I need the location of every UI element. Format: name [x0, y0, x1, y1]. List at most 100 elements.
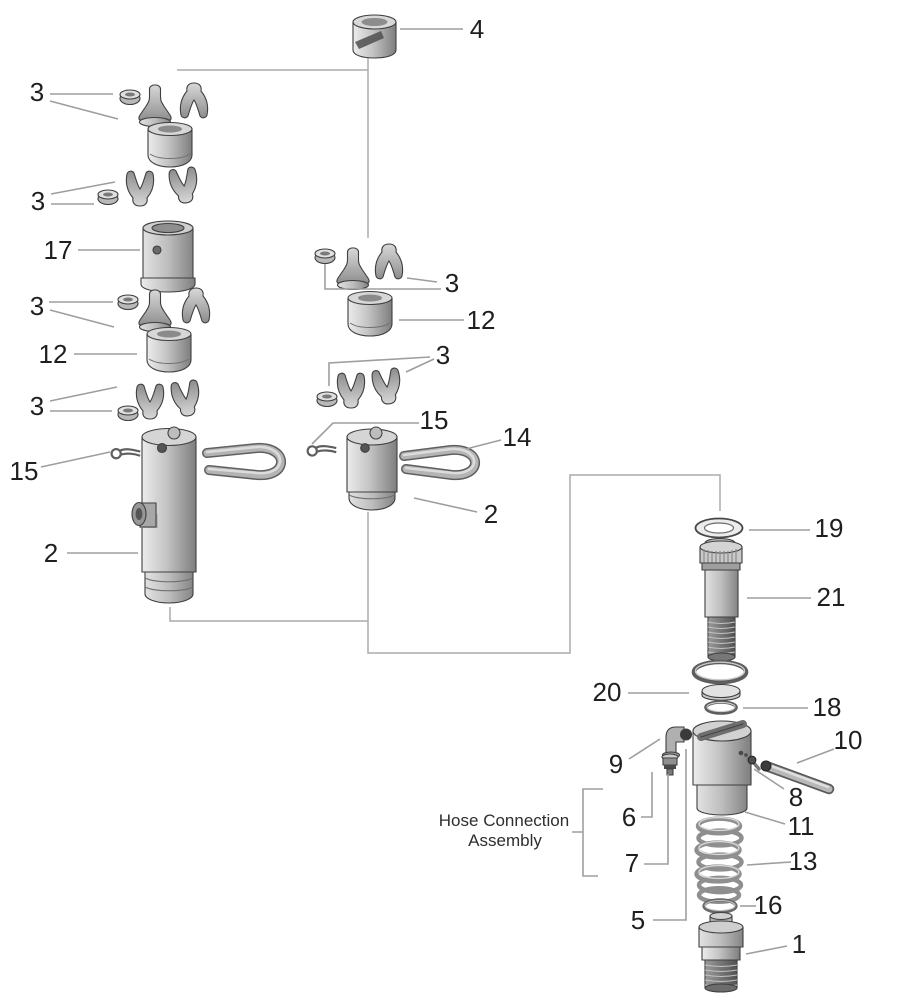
leader-3-mid-2 — [328, 356, 435, 386]
callout-3-left-3: 3 — [30, 291, 44, 321]
callout-4: 4 — [470, 14, 484, 44]
part-14-handle — [399, 444, 481, 481]
part-4-coupler — [352, 14, 397, 59]
callout-6: 6 — [622, 802, 636, 832]
callout-3-left-1: 3 — [30, 77, 44, 107]
part-8-screw — [747, 755, 761, 771]
packing-ring — [314, 248, 336, 265]
callout-16: 16 — [754, 890, 783, 920]
callout-labels: 4 3 3 17 3 12 3 15 2 3 12 3 15 14 2 19 2… — [10, 14, 863, 959]
packing-ring — [117, 294, 139, 311]
leader-2-mid — [413, 497, 478, 513]
part-2-pump-cylinder-mid — [346, 426, 398, 511]
part-20-cup-seal — [701, 683, 741, 701]
valve-clamp — [374, 243, 404, 280]
callout-14: 14 — [503, 422, 532, 452]
packing-ring — [119, 89, 141, 106]
hose-connection-annotation: Hose Connection Assembly — [439, 788, 603, 877]
leader-1 — [745, 945, 788, 955]
leader-3-left-1 — [49, 93, 119, 120]
valve-clamp — [336, 372, 366, 409]
hose-connection-bracket — [572, 788, 603, 877]
callout-12-left: 12 — [39, 339, 68, 369]
part-9-elbow-fitting — [661, 726, 693, 759]
leader-11 — [744, 811, 786, 825]
callout-19: 19 — [815, 513, 844, 543]
part-12-cylinder-mid — [347, 290, 393, 337]
callout-2-left: 2 — [44, 538, 58, 568]
valve-poppet — [336, 247, 370, 291]
callout-3-left-2: 3 — [31, 186, 45, 216]
part-6-7-valve-core — [661, 753, 679, 776]
callout-18: 18 — [813, 692, 842, 722]
part-19-washer — [694, 517, 744, 539]
part-21-valve-body — [699, 537, 743, 662]
hose-connection-label-line1: Hose Connection — [439, 811, 569, 830]
valve-clamp — [169, 378, 203, 419]
callout-8: 8 — [789, 782, 803, 812]
cotter-pin-mid — [305, 439, 339, 460]
valve-cylinder-upper-left — [147, 121, 193, 168]
callout-11: 11 — [788, 811, 815, 841]
mid-valve-set-lower — [316, 366, 404, 409]
valve-clamp — [370, 366, 404, 407]
leader-5 — [653, 749, 687, 921]
leader-3-mid-1 — [324, 264, 441, 290]
connector-mid-to-right — [367, 474, 721, 654]
leader-13 — [746, 861, 792, 866]
callout-7: 7 — [625, 848, 639, 878]
leader-15-left — [40, 451, 111, 468]
part-17-cylinder — [140, 220, 196, 293]
left-valve-set-third — [117, 287, 211, 333]
connector-left-bottom — [169, 607, 368, 622]
callout-1: 1 — [792, 929, 806, 959]
parts-illustrations — [97, 14, 835, 993]
callout-21: 21 — [817, 582, 846, 612]
part-18-o-ring — [704, 700, 738, 715]
part-10-pin — [760, 760, 835, 795]
left-valve-set-second — [97, 165, 201, 207]
part-12-cylinder-left — [146, 326, 192, 373]
leader-6 — [641, 772, 653, 818]
valve-clamp — [167, 165, 201, 206]
packing-ring — [316, 391, 338, 408]
left-valve-set-upper — [119, 82, 209, 128]
mid-valve-set-upper — [314, 243, 404, 291]
valve-clamp — [135, 383, 165, 420]
hose-connection-label-line2: Assembly — [468, 831, 542, 850]
part-2-pump-cylinder-left — [131, 426, 197, 604]
leader-lines — [40, 28, 835, 955]
valve-clamp — [179, 82, 209, 119]
o-ring-large — [691, 659, 749, 685]
leader-3-left-3 — [49, 301, 115, 328]
callout-9: 9 — [609, 749, 623, 779]
callout-5: 5 — [631, 905, 645, 935]
leader-3-left-2 — [50, 181, 116, 205]
callout-13: 13 — [789, 846, 818, 876]
left-valve-set-fourth — [117, 378, 203, 422]
callout-3-mid-2: 3 — [436, 340, 450, 370]
callout-17: 17 — [44, 235, 73, 265]
packing-ring — [117, 405, 139, 422]
callout-12-mid: 12 — [467, 305, 496, 335]
valve-clamp — [125, 170, 155, 207]
leader-10 — [796, 748, 835, 764]
leader-14 — [465, 439, 502, 450]
leader-3-left-4 — [49, 386, 118, 412]
connector-lines — [169, 57, 721, 654]
leader-15-mid — [311, 422, 419, 445]
callout-3-mid-1: 3 — [445, 268, 459, 298]
valve-poppet — [138, 84, 172, 128]
callout-20: 20 — [593, 677, 622, 707]
callout-2-mid: 2 — [484, 499, 498, 529]
leader-8 — [753, 768, 785, 790]
callout-15-left: 15 — [10, 456, 39, 486]
callout-10: 10 — [834, 725, 863, 755]
handle-left — [202, 442, 287, 481]
callout-15-mid: 15 — [420, 405, 449, 435]
leader-9 — [628, 738, 661, 760]
valve-clamp — [181, 287, 211, 324]
part-13-spring — [694, 816, 744, 905]
callout-3-left-4: 3 — [30, 391, 44, 421]
valve-poppet — [138, 289, 172, 333]
